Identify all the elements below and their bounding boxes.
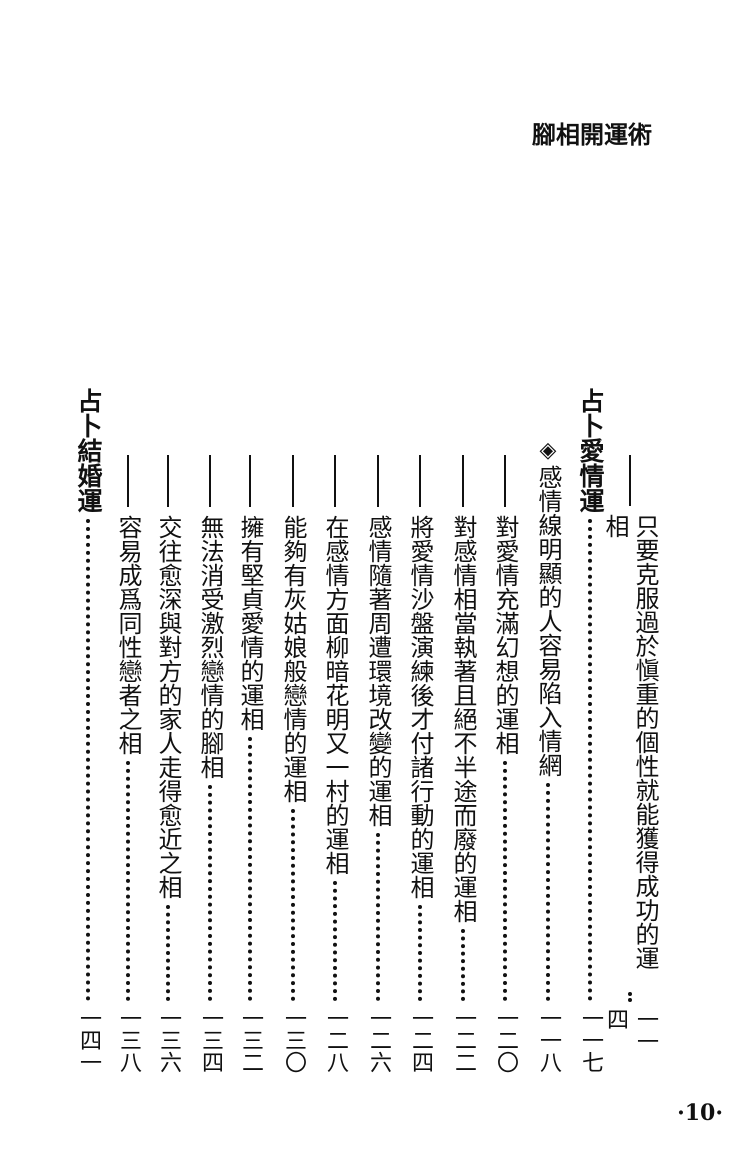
em-dash	[419, 455, 421, 507]
toc-entry[interactable]: 交往愈深與對方的家人走得愈近之相一三六	[151, 455, 185, 1073]
toc-entry[interactable]: 無法消受激烈戀情的腳相一三四	[193, 455, 227, 1073]
dot-leader	[588, 519, 592, 1001]
toc-page-number: 一一七	[578, 1007, 603, 1073]
toc-page-number: 一三二	[238, 1007, 263, 1073]
toc-entry-title: 占卜愛情運	[576, 388, 605, 513]
em-dash	[629, 455, 631, 507]
toc-page-number: 一二二	[451, 1007, 476, 1073]
toc-page-number: 一三六	[156, 1007, 181, 1073]
toc-entry-title: 無法消受激烈戀情的腳相	[196, 515, 224, 779]
dot-leader	[248, 737, 252, 1001]
diamond-icon: ◈	[539, 438, 557, 463]
dot-leader	[333, 881, 337, 1001]
dot-leader	[628, 992, 632, 1003]
toc-page-number: 一三〇	[281, 1007, 306, 1073]
toc-entry[interactable]: 占卜愛情運一一七	[573, 388, 607, 1073]
toc-entry[interactable]: 容易成爲同性戀者之相一三八	[111, 455, 145, 1073]
toc-page-number: 一二八	[323, 1007, 348, 1073]
toc-page-number: 一一八	[536, 1007, 561, 1073]
toc-entry-title: 交往愈深與對方的家人走得愈近之相	[154, 515, 182, 899]
dot-leader	[461, 929, 465, 1001]
em-dash	[249, 455, 251, 507]
toc-entry[interactable]: 擁有堅貞愛情的運相一三二	[233, 455, 267, 1073]
toc-entry[interactable]: 將愛情沙盤演練後才付諸行動的運相一二四	[403, 455, 437, 1073]
toc-page-number: 一三四	[198, 1007, 223, 1073]
toc-page-number: 一三八	[116, 1007, 141, 1073]
toc-page-number: 一二四	[408, 1007, 433, 1073]
dot-leader	[86, 519, 90, 1001]
em-dash	[167, 455, 169, 507]
toc-entry-title: 對愛情充滿幻想的運相	[491, 515, 519, 755]
dot-leader	[166, 905, 170, 1001]
page-number: ·10·	[677, 1100, 723, 1126]
toc-page-number: 一二六	[366, 1007, 391, 1073]
toc-entry[interactable]: 只要克服過於愼重的個性就能獲得成功的運相一一四	[601, 455, 659, 1073]
dot-leader	[291, 809, 295, 1001]
running-header: 腳相開運術	[532, 120, 652, 149]
toc-entry-title: 占卜結婚運	[74, 388, 103, 513]
dot-leader	[418, 905, 422, 1001]
em-dash	[462, 455, 464, 507]
em-dash	[377, 455, 379, 507]
toc-entry-title: 感情線明顯的人容易陷入情網	[534, 465, 562, 777]
em-dash	[292, 455, 294, 507]
toc-entry-title: 感情隨著周遭環境改變的運相	[364, 515, 392, 827]
toc-entry[interactable]: 占卜結婚運一四一	[71, 388, 105, 1073]
em-dash	[334, 455, 336, 507]
toc-entry[interactable]: 能夠有灰姑娘般戀情的運相一三〇	[276, 455, 310, 1073]
em-dash	[209, 455, 211, 507]
em-dash	[127, 455, 129, 507]
toc-entry-title: 在感情方面柳暗花明又一村的運相	[321, 515, 349, 875]
dot-leader	[546, 783, 550, 1001]
dot-leader	[503, 761, 507, 1001]
toc-page-number: 一一四	[603, 1008, 658, 1053]
toc-entry[interactable]: 對感情相當執著且絕不半途而廢的運相一二二	[446, 455, 480, 1073]
toc-entry[interactable]: 對愛情充滿幻想的運相一二〇	[488, 455, 522, 1073]
toc-entry-title: 對感情相當執著且絕不半途而廢的運相	[449, 515, 477, 923]
toc-entry-title: 將愛情沙盤演練後才付諸行動的運相	[406, 515, 434, 899]
toc-page-number: 一四一	[76, 1007, 101, 1073]
toc-page-number: 一二〇	[493, 1007, 518, 1073]
toc-entry[interactable]: 感情隨著周遭環境改變的運相一二六	[361, 455, 395, 1073]
dot-leader	[208, 785, 212, 1001]
toc-entry-title: 能夠有灰姑娘般戀情的運相	[279, 515, 307, 803]
em-dash	[504, 455, 506, 507]
dot-leader	[126, 761, 130, 1001]
toc-entry[interactable]: 在感情方面柳暗花明又一村的運相一二八	[318, 455, 352, 1073]
toc-entry-title: 擁有堅貞愛情的運相	[236, 515, 264, 731]
toc-entry[interactable]: ◈感情線明顯的人容易陷入情網一一八	[531, 438, 565, 1073]
dot-leader	[376, 833, 380, 1001]
toc-entry-title: 只要克服過於愼重的個性就能獲得成功的運相	[601, 514, 659, 971]
toc-entry-title: 容易成爲同性戀者之相	[114, 515, 142, 755]
